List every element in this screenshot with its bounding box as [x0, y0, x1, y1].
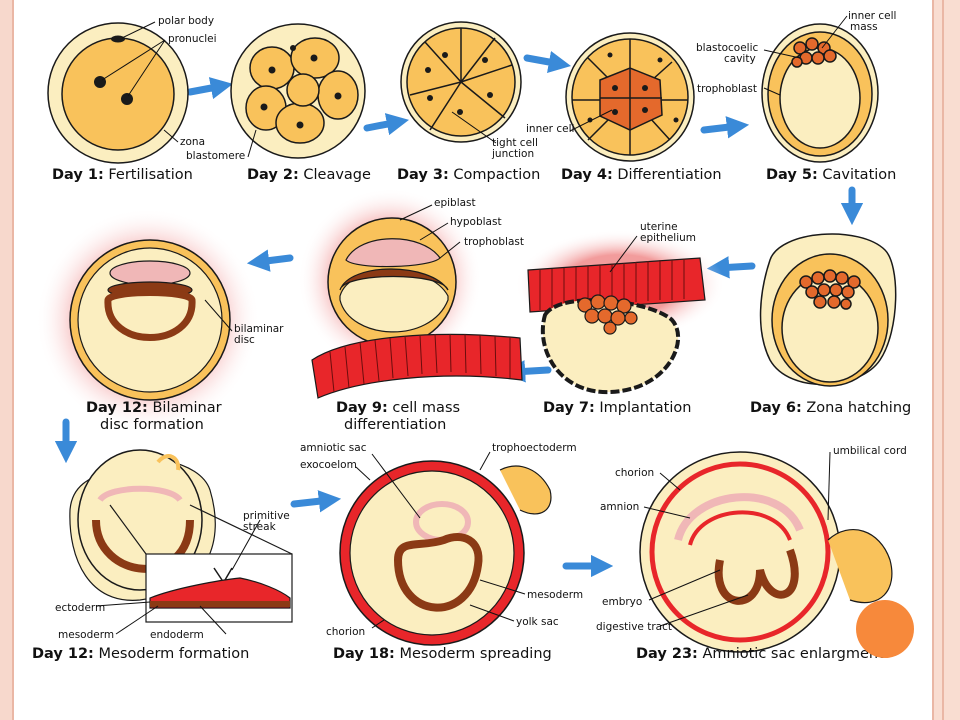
stage-day12-bilaminar-disc: [36, 208, 260, 432]
label-chorion-23: chorion: [615, 467, 654, 479]
label-inner-cell-mass-1: inner cell: [848, 10, 896, 22]
slide-frame-right: [932, 0, 960, 720]
stage-day6-zona-hatching: [759, 233, 897, 387]
label-trophoectoderm: trophoectoderm: [492, 442, 577, 454]
annotation-labels: polar body pronuclei zona blastomere tig…: [55, 10, 907, 641]
label-bilaminar-1: bilaminar: [234, 323, 284, 335]
stage-day12-mesoderm-formation: [69, 449, 293, 623]
caption-day12-mesoderm: Day 12: Mesoderm formation: [32, 646, 249, 662]
caption-day6: Day 6: Zona hatching: [750, 400, 911, 416]
label-polar-body: polar body: [158, 15, 214, 27]
label-inner-cell-mass-2: mass: [850, 21, 878, 33]
caption-day7: Day 7: Implantation: [543, 400, 691, 416]
label-inner-cell: inner cell: [526, 123, 574, 135]
label-epiblast: epiblast: [434, 197, 476, 209]
label-pronuclei: pronuclei: [168, 33, 217, 45]
label-blastocoelic-2: cavity: [724, 53, 756, 65]
stage-day9-cell-mass-differentiation: [298, 188, 523, 399]
stage-captions: Day 1: Fertilisation Day 2: Cleavage Day…: [32, 167, 911, 662]
caption-day9: Day 9: cell mass: [336, 400, 460, 416]
label-amniotic-sac: amniotic sac: [300, 442, 367, 454]
label-chorion-18: chorion: [326, 626, 365, 638]
stage-day23-amniotic-sac-enlargement: [639, 451, 893, 653]
label-digestive-tract: digestive tract: [596, 621, 672, 633]
caption-day18: Day 18: Mesoderm spreading: [333, 646, 552, 662]
label-zona: zona: [180, 136, 205, 148]
caption-day12-bilaminar: Day 12: Bilaminar: [86, 400, 222, 416]
slide-frame-left: [0, 0, 14, 720]
caption-day9-line2: differentiation: [344, 417, 446, 433]
stage-day2-cleavage: [230, 23, 366, 159]
caption-day2: Day 2: Cleavage: [247, 167, 371, 183]
stage-day1-zygote: [47, 22, 189, 164]
label-uterine-1: uterine: [640, 221, 678, 233]
stage-day18-mesoderm-spreading: [339, 460, 552, 646]
label-yolk-sac: yolk sac: [516, 616, 559, 628]
label-blastocoelic-1: blastocoelic: [696, 42, 759, 54]
stage-day3-compaction: [400, 21, 522, 143]
label-trophoblast-9: trophoblast: [464, 236, 524, 248]
label-tight-cell: tight cell: [492, 137, 538, 149]
label-embryo: embryo: [602, 596, 642, 608]
caption-day4: Day 4: Differentiation: [561, 167, 722, 183]
label-trophoblast: trophoblast: [697, 83, 757, 95]
label-primitive-1: primitive: [243, 510, 290, 522]
caption-day23: Day 23: Amniotic sac enlargment: [636, 646, 884, 662]
slide-accent-dot: [856, 600, 914, 658]
label-umbilical-cord: umbilical cord: [833, 445, 907, 457]
label-mesoderm: mesoderm: [58, 629, 114, 641]
label-exocoelom: exocoelom: [300, 459, 357, 471]
caption-day12-bilaminar-line2: disc formation: [100, 417, 204, 433]
label-uterine-2: epithelium: [640, 232, 696, 244]
caption-day1: Day 1: Fertilisation: [52, 167, 193, 183]
stage-day7-implantation: [515, 230, 725, 395]
label-leaders: [95, 15, 848, 635]
label-hypoblast: hypoblast: [450, 216, 502, 228]
caption-day3: Day 3: Compaction: [397, 167, 540, 183]
label-junction: junction: [491, 148, 534, 160]
stage-day5-cavitation: [761, 23, 879, 163]
stage-day4-differentiation: [565, 32, 695, 162]
label-endoderm: endoderm: [150, 629, 204, 641]
label-bilaminar-2: disc: [234, 334, 255, 346]
label-blastomere: blastomere: [186, 150, 245, 162]
label-primitive-2: streak: [243, 521, 277, 533]
caption-day5: Day 5: Cavitation: [766, 167, 896, 183]
label-ectoderm: ectoderm: [55, 602, 105, 614]
label-mesoderm-18: mesoderm: [527, 589, 583, 601]
label-amnion: amnion: [600, 501, 639, 513]
